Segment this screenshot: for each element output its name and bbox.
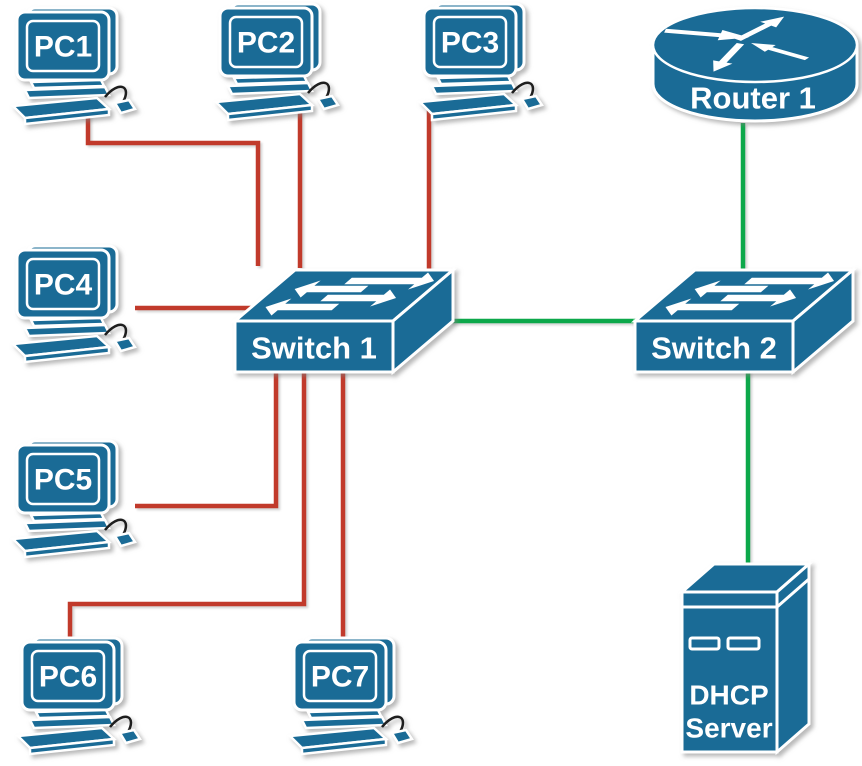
pc-icon: [11, 244, 137, 364]
node-router1: Router 1: [651, 6, 859, 123]
pc-icon: [11, 439, 137, 559]
node-pc2: PC2: [214, 2, 340, 122]
pc2-label: PC2: [237, 27, 295, 60]
link-pc1-switch1: [85, 108, 261, 266]
dhcp-server-label-line2: Server: [685, 713, 772, 744]
node-switch2: Switch 2: [633, 268, 855, 374]
node-pc4: PC4: [11, 244, 137, 364]
pc7-label: PC7: [311, 661, 369, 694]
pc-icon: [418, 2, 544, 122]
pc6-label: PC6: [39, 661, 97, 694]
node-dhcp-server: DHCP Server: [680, 562, 811, 754]
links-layer: [67, 108, 751, 642]
pc5-label: PC5: [34, 464, 92, 497]
switch2-label: Switch 2: [651, 331, 777, 366]
link-pc5-switch1: [135, 371, 279, 509]
node-pc7: PC7: [288, 636, 414, 756]
node-pc3: PC3: [418, 2, 544, 122]
pc4-label: PC4: [34, 269, 93, 302]
pc3-label: PC3: [441, 27, 499, 60]
pc-icon: [11, 6, 137, 126]
node-switch1: Switch 1: [233, 268, 455, 374]
dhcp-server-label-line1: DHCP: [689, 680, 768, 711]
pc1-label: PC1: [34, 31, 92, 64]
node-pc1: PC1: [11, 6, 137, 126]
pc-icon: [214, 2, 340, 122]
node-pc5: PC5: [11, 439, 137, 559]
pc-icon: [288, 636, 414, 756]
switch1-label: Switch 1: [251, 331, 377, 366]
link-pc6-switch1: [67, 371, 307, 642]
router1-label: Router 1: [690, 81, 816, 116]
pc-icon: [16, 636, 142, 756]
node-pc6: PC6: [16, 636, 142, 756]
